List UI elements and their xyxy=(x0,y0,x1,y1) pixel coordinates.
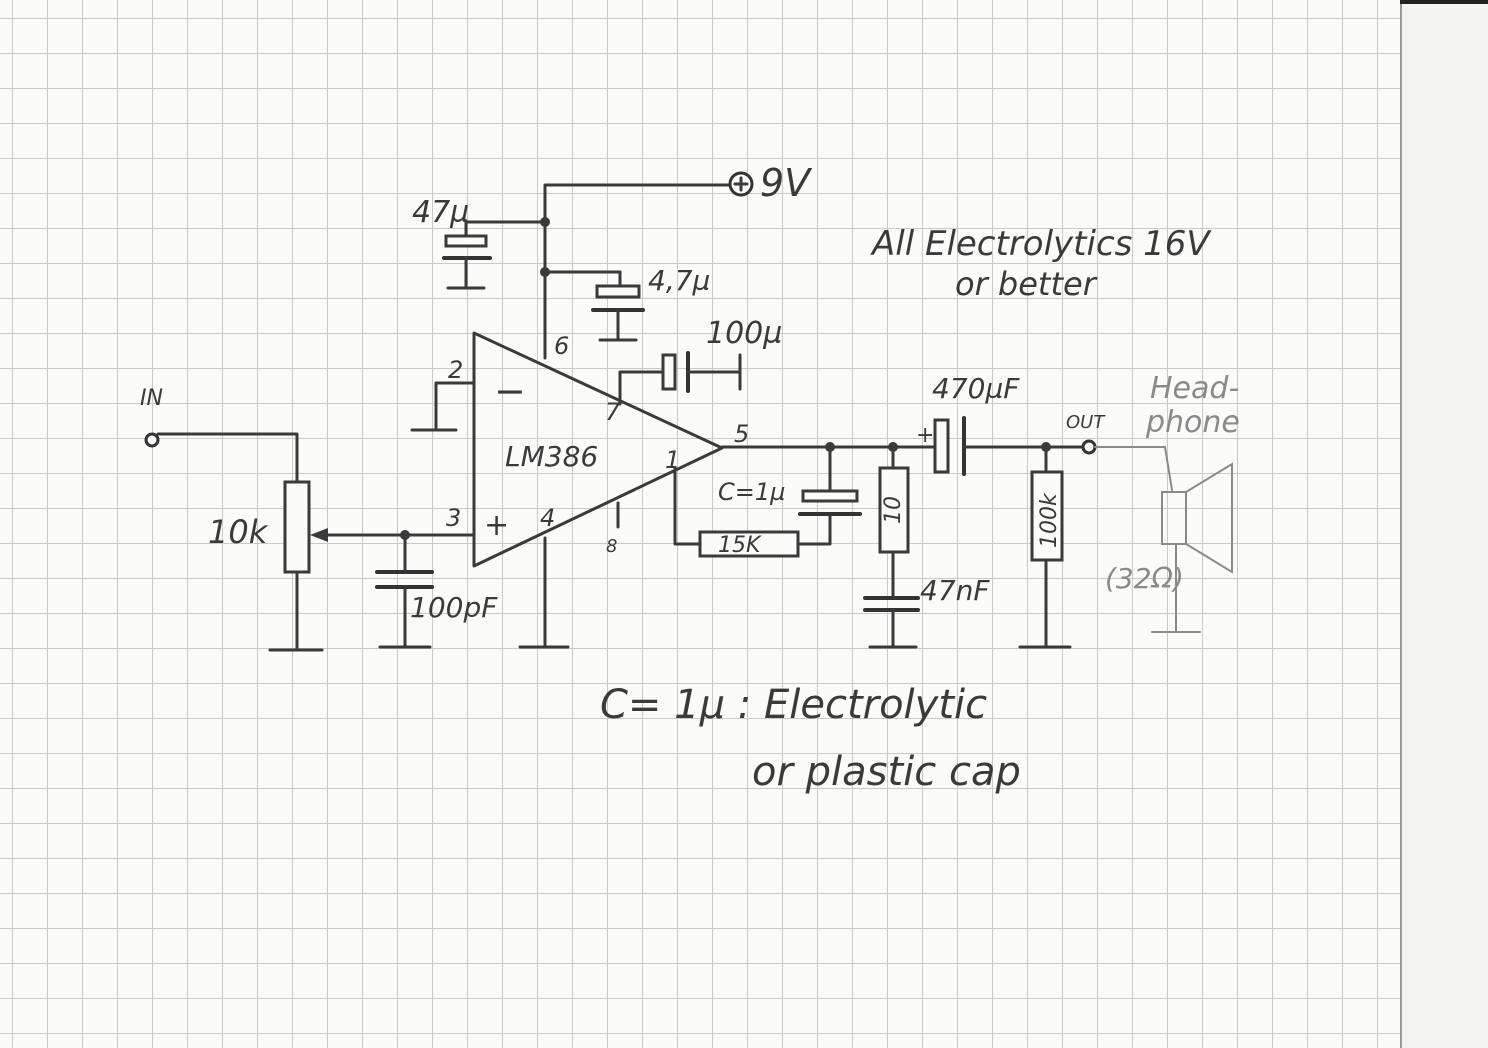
pin7-capacitor xyxy=(618,351,742,406)
supply-voltage-label: 9V xyxy=(760,161,813,205)
pin6-label: 6 xyxy=(554,332,569,360)
lm386-amplifier xyxy=(472,331,724,568)
feedback-capacitor-label: C=1µ xyxy=(718,478,785,506)
pin5-label: 5 xyxy=(734,420,749,448)
feedback-resistor-label: 15K xyxy=(718,533,762,558)
volume-potentiometer xyxy=(268,480,476,652)
input-terminal xyxy=(144,432,299,484)
ic-label: LM386 xyxy=(505,440,598,473)
output-capacitor-plus: + xyxy=(916,423,934,448)
pin4-label: 4 xyxy=(540,504,555,532)
feedback-network xyxy=(673,445,862,558)
output-capacitor-label: 470µF xyxy=(932,372,1020,405)
output-terminal xyxy=(1081,439,1097,455)
note-electrolytics-line1: All Electrolytics 16V xyxy=(870,224,1212,264)
supply-capacitor xyxy=(442,220,492,290)
note-capacitor-line1: C= 1µ : Electrolytic xyxy=(600,682,987,728)
input-label: IN xyxy=(140,386,163,411)
pin7-label: 7 xyxy=(605,398,621,426)
bypass-capacitor xyxy=(591,270,645,342)
potentiometer-label: 10k xyxy=(208,513,269,551)
pin2-ground xyxy=(410,381,476,432)
note-electrolytics-line2: or better xyxy=(955,265,1098,303)
input-capacitor xyxy=(375,533,434,649)
pin3-label: 3 xyxy=(446,504,461,532)
pin2-label: 2 xyxy=(448,356,463,384)
output-capacitor xyxy=(933,416,1084,476)
pin4-ground xyxy=(518,536,570,649)
load-resistor-label: 100k xyxy=(1037,492,1062,548)
inverting-input-sign: − xyxy=(494,369,526,413)
output-label: OUT xyxy=(1066,412,1106,433)
pin7-capacitor-label: 100µ xyxy=(706,316,782,351)
supply-terminal xyxy=(728,171,754,197)
headphone-label-line2: phone xyxy=(1145,405,1240,440)
note-capacitor-line2: or plastic cap xyxy=(752,749,1021,795)
headphone-speaker xyxy=(1094,446,1233,633)
supply-capacitor-label: 47µ xyxy=(412,195,469,230)
load-resistor xyxy=(1018,445,1072,649)
headphone-impedance-label: (32Ω) xyxy=(1105,562,1184,595)
scan-edge-mark xyxy=(1400,0,1488,4)
zobel-resistor-label: 10 xyxy=(881,496,906,524)
pin1-label: 1 xyxy=(665,446,680,474)
input-capacitor-label: 100pF xyxy=(410,591,498,624)
output-line xyxy=(720,442,937,452)
noninverting-input-sign: + xyxy=(484,508,509,543)
zobel-capacitor-label: 47nF xyxy=(920,574,990,607)
headphone-label-line1: Head- xyxy=(1150,371,1239,406)
zobel-network xyxy=(863,445,920,649)
supply-rail xyxy=(480,183,730,342)
graph-paper-sheet xyxy=(0,0,1402,1048)
bypass-capacitor-label: 4,7µ xyxy=(648,264,710,297)
pin8-label: 8 xyxy=(606,536,617,557)
